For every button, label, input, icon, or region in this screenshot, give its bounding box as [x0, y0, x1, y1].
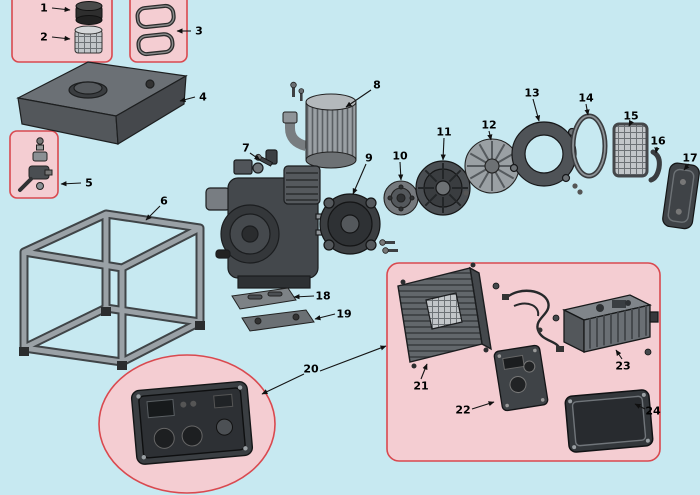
part-22-sub-panel — [493, 344, 549, 412]
part-9-stator — [319, 193, 381, 255]
leader-8 — [345, 89, 372, 108]
part-3-gaskets — [135, 3, 176, 57]
part-6-frame — [19, 209, 205, 370]
part-21-rear-panel — [397, 262, 492, 369]
engine-assembly — [205, 149, 330, 289]
leader-2 — [51, 35, 71, 41]
leader-9 — [352, 163, 367, 195]
part-19-bracket — [241, 309, 315, 332]
leader-11 — [440, 137, 446, 161]
leader-17 — [683, 163, 690, 171]
leader-15 — [628, 119, 634, 127]
part-1-filter-cap — [75, 1, 103, 25]
leader-16 — [654, 146, 660, 154]
callout-fuel-valve — [9, 130, 59, 199]
leader-21 — [420, 363, 428, 380]
part-15-filter-pad — [612, 122, 649, 178]
leader-13 — [532, 98, 541, 122]
part-20-control-panel — [130, 380, 254, 465]
part-8-air-cleaner — [282, 93, 357, 169]
part-5-fuel-valve — [18, 137, 53, 192]
part-24-cover-panel — [564, 389, 654, 453]
leader-14 — [584, 103, 590, 116]
leader-22 — [471, 401, 495, 410]
leader-19 — [314, 313, 336, 321]
part-13-fan-cover — [509, 121, 577, 187]
part-18-bracket — [231, 287, 297, 310]
part-14-ring — [570, 113, 608, 179]
leader-6 — [145, 205, 161, 221]
leader-18 — [293, 294, 315, 300]
leader-lines — [51, 6, 690, 410]
leader-7 — [249, 152, 261, 161]
part-17-side-cover — [662, 162, 700, 230]
fastener-bolts — [290, 81, 652, 356]
part-16-clip — [648, 149, 662, 183]
leader-20a — [261, 373, 305, 395]
part-23-inverter — [562, 294, 659, 354]
leader-20b — [319, 345, 387, 372]
leader-24 — [634, 403, 646, 410]
part-2-filter-element — [74, 25, 103, 54]
leader-5 — [60, 181, 82, 187]
part-22-wire-harness — [502, 289, 564, 352]
part-4-fuel-tank — [16, 61, 188, 146]
part-10-rotor-hub — [383, 180, 419, 216]
leader-1 — [51, 6, 71, 12]
leader-4 — [179, 96, 196, 103]
part-12-fan — [464, 138, 520, 194]
part-11-rotor — [415, 160, 471, 216]
leader-10 — [398, 161, 404, 181]
leader-12 — [487, 130, 493, 141]
leader-23 — [615, 349, 623, 360]
